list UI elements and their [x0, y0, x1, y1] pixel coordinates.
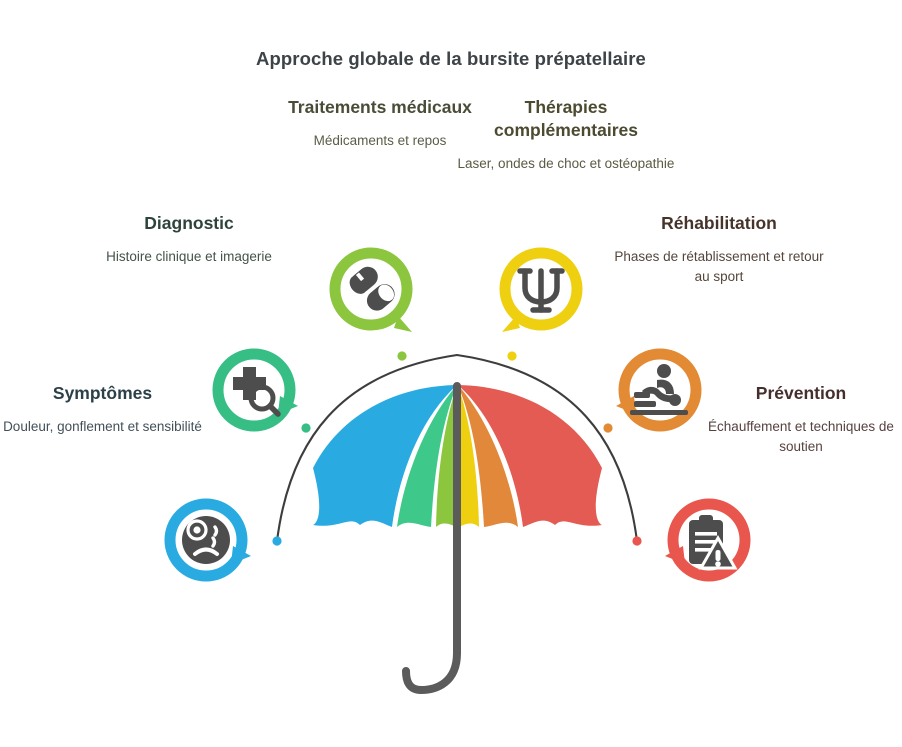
topic-desc-prevention: Échauffement et techniques de soutien	[708, 419, 894, 454]
medical-cross-magnifier-icon	[233, 367, 281, 417]
umbrella-panel-5	[458, 385, 518, 527]
badge-ring	[499, 247, 583, 331]
badge-medical[interactable]	[326, 244, 420, 338]
bruised-sad-face-icon	[182, 516, 230, 564]
topic-label-prevention: Prévention Échauffement et techniques de…	[700, 382, 902, 456]
topic-title-medical: Traitements médicaux	[288, 97, 472, 117]
badge-ring	[164, 498, 248, 582]
connector-dot-medical	[397, 351, 407, 361]
clipboard-warning-icon	[689, 515, 738, 570]
topic-title-therapies: Thérapies complémentaires	[494, 97, 638, 141]
topic-label-rehab: Réhabilitation Phases de rétablissement …	[608, 212, 830, 286]
umbrella-canopy	[313, 385, 602, 527]
umbrella-panel-4	[458, 385, 479, 527]
umbrella-panel-2	[397, 385, 457, 527]
massage-therapy-icon	[630, 364, 688, 415]
badge-ring	[667, 498, 751, 582]
badge-ring	[329, 247, 413, 331]
badge-diagnostic[interactable]	[208, 344, 302, 438]
topic-label-medical: Traitements médicaux Médicaments et repo…	[269, 96, 491, 151]
connector-arc	[275, 353, 639, 543]
topic-title-diagnostic: Diagnostic	[144, 213, 234, 233]
topic-title-prevention: Prévention	[755, 383, 847, 403]
topic-label-therapies: Thérapies complémentaires Laser, ondes d…	[455, 96, 677, 174]
badge-rehab[interactable]	[612, 344, 706, 438]
topic-label-symptoms: Symptômes Douleur, gonflement et sensibi…	[0, 382, 205, 437]
badge-prevention[interactable]	[661, 494, 755, 588]
connector-dot-therapies	[507, 351, 517, 361]
connector-dot-prevention	[632, 536, 642, 546]
badge-symptoms[interactable]	[161, 494, 255, 588]
topic-desc-diagnostic: Histoire clinique et imagerie	[106, 249, 272, 265]
umbrella-handle	[402, 382, 461, 695]
connector-dot-diagnostic	[301, 423, 311, 433]
badge-ring	[212, 348, 296, 432]
psi-symbol-icon	[517, 268, 565, 313]
topic-title-rehab: Réhabilitation	[661, 213, 777, 233]
umbrella-panel-6	[458, 385, 602, 527]
page-title: Approche globale de la bursite prépatell…	[256, 48, 646, 69]
topic-desc-symptoms: Douleur, gonflement et sensibilité	[3, 419, 202, 435]
topic-desc-rehab: Phases de rétablissement et retour au sp…	[614, 249, 824, 284]
topic-desc-therapies: Laser, ondes de choc et ostéopathie	[457, 156, 675, 172]
badge-therapies[interactable]	[494, 244, 588, 338]
topic-desc-medical: Médicaments et repos	[313, 133, 447, 149]
topic-title-symptoms: Symptômes	[52, 383, 153, 403]
connector-dot-symptoms	[272, 536, 282, 546]
pills-icon	[349, 266, 395, 311]
badge-ring	[618, 348, 702, 432]
umbrella-panel-1	[313, 385, 457, 527]
umbrella-panel-3	[436, 385, 457, 527]
topic-label-diagnostic: Diagnostic Histoire clinique et imagerie	[78, 212, 300, 267]
